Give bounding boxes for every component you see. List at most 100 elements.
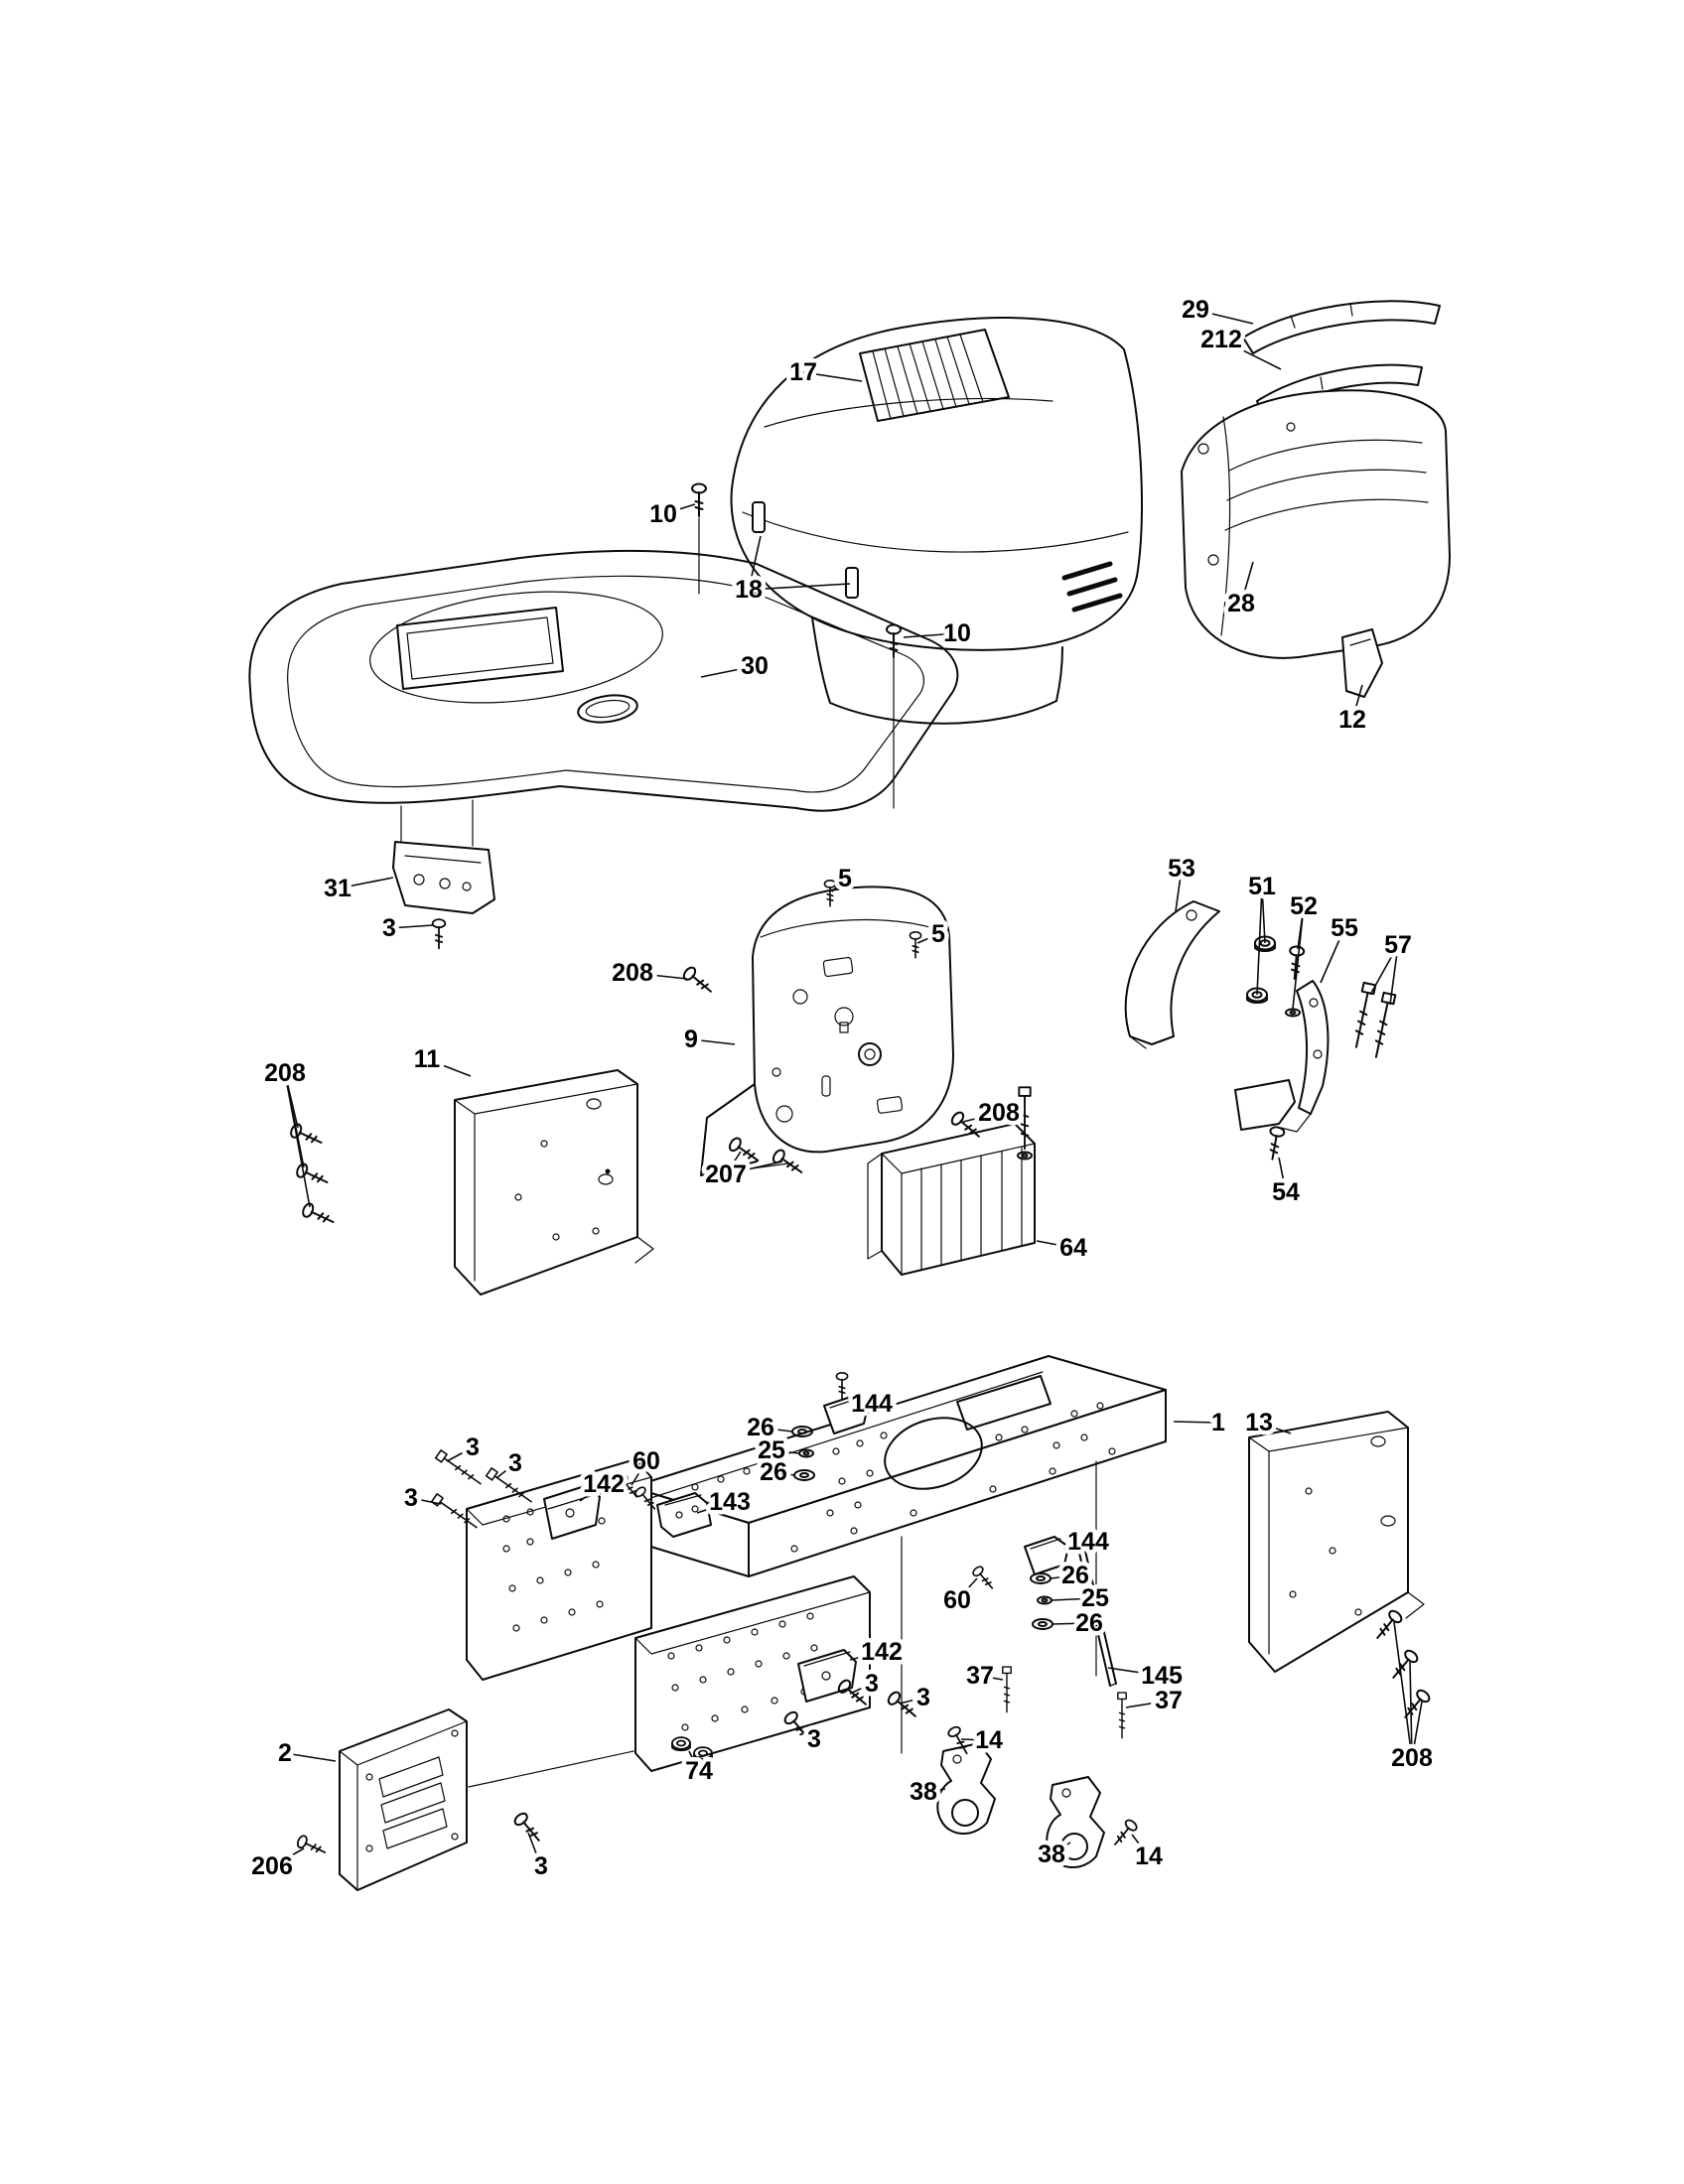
part-label-60: 60 xyxy=(632,1447,660,1475)
part-label-26: 26 xyxy=(760,1458,787,1486)
leader-line xyxy=(849,1651,883,1661)
part-54-bracket xyxy=(1234,1079,1296,1131)
part-label-13: 13 xyxy=(1245,1409,1273,1436)
leader-line xyxy=(1393,1621,1413,1759)
leader-line xyxy=(700,665,756,678)
leader-line xyxy=(1175,868,1183,912)
part-label-30: 30 xyxy=(741,652,769,680)
leader-line xyxy=(1194,309,1254,325)
part-52-washer xyxy=(1285,1008,1301,1018)
part-9-dash xyxy=(700,886,954,1176)
part-label-208: 208 xyxy=(264,1059,306,1087)
part-29-grille-trim xyxy=(1242,300,1441,354)
leader-line xyxy=(857,1403,873,1411)
part-57-bolt-b xyxy=(1369,991,1397,1059)
part-54-screw xyxy=(1264,1125,1287,1161)
part-label-5: 5 xyxy=(931,920,945,948)
part-label-57: 57 xyxy=(1384,931,1412,959)
part-38-bracket-a xyxy=(936,1742,996,1835)
hood-vent xyxy=(859,329,1010,422)
part-60-bolt-b xyxy=(970,1564,998,1593)
leader-line xyxy=(271,1847,305,1867)
part-208-screw-r2 xyxy=(1386,1647,1421,1684)
part-3-bolt-f xyxy=(885,1689,921,1723)
part-label-208: 208 xyxy=(612,959,653,987)
part-label-52: 52 xyxy=(1290,892,1318,920)
leader-line xyxy=(1389,944,1399,1006)
part-label-1: 1 xyxy=(1211,1409,1225,1436)
stray-dot xyxy=(605,1168,611,1174)
leader-line xyxy=(410,1497,442,1505)
part-144-bracket-a xyxy=(823,1395,869,1434)
leader-line xyxy=(495,1462,516,1479)
part-25-washer-b xyxy=(1037,1595,1052,1605)
part-label-31: 31 xyxy=(324,875,351,902)
part-left-baffle-plate xyxy=(466,1458,652,1681)
part-142-bracket-b xyxy=(797,1649,857,1703)
part-26-washer-d xyxy=(1032,1618,1053,1630)
leader-line xyxy=(1107,1667,1163,1677)
leader-line xyxy=(690,1038,736,1045)
part-label-3: 3 xyxy=(382,914,396,942)
leader-line xyxy=(579,1483,605,1502)
plate-holes xyxy=(667,1612,818,1731)
leader-line xyxy=(1351,684,1363,721)
leader-line xyxy=(979,1675,1004,1681)
leader-line xyxy=(1052,1622,1090,1625)
part-label-74: 74 xyxy=(685,1757,713,1785)
part-208-screw-r1 xyxy=(1370,1607,1405,1644)
chassis-holes xyxy=(681,1402,1116,1553)
leader-line xyxy=(1320,927,1345,984)
part-label-3: 3 xyxy=(466,1433,480,1461)
leader-line xyxy=(426,1058,472,1077)
part-30-fender-footrest xyxy=(248,549,959,847)
part-28-grille-housing xyxy=(1181,389,1451,659)
leader-line xyxy=(1409,1661,1413,1759)
leader-line xyxy=(284,1752,337,1762)
leader-line xyxy=(1240,561,1254,605)
part-38-bracket-b xyxy=(1046,1776,1105,1868)
part-label-17: 17 xyxy=(789,358,817,386)
part-208-screw-l3 xyxy=(300,1200,338,1230)
leader-line xyxy=(725,1160,783,1175)
part-label-38: 38 xyxy=(1038,1841,1065,1868)
part-label-3: 3 xyxy=(508,1449,522,1477)
part-55-strap xyxy=(1280,980,1330,1133)
leader-line xyxy=(1258,1422,1292,1434)
part-label-9: 9 xyxy=(684,1025,698,1053)
leader-line xyxy=(849,1683,873,1695)
part-label-208: 208 xyxy=(978,1099,1020,1127)
leader-line xyxy=(1261,886,1266,944)
part-label-28: 28 xyxy=(1227,590,1255,617)
part-label-145: 145 xyxy=(1141,1662,1183,1690)
part-208-screw-dash xyxy=(680,964,717,999)
leader-line xyxy=(688,1750,700,1772)
part-206-screw xyxy=(295,1833,329,1859)
part-label-26: 26 xyxy=(1061,1562,1089,1589)
part-12-grille-bracket xyxy=(1341,628,1383,698)
leader-line xyxy=(446,1446,474,1462)
part-53-brace xyxy=(1124,900,1220,1049)
part-label-14: 14 xyxy=(975,1726,1003,1754)
leader-line xyxy=(1125,1700,1170,1708)
hood-side-slots xyxy=(1061,561,1123,613)
leader-line xyxy=(748,583,851,591)
part-3-screw-a xyxy=(431,918,447,950)
part-10-bolt-right xyxy=(886,623,902,809)
leader-line xyxy=(696,1501,731,1514)
leader-line xyxy=(748,535,762,591)
leader-line xyxy=(1220,339,1282,370)
leader-line xyxy=(771,1449,800,1454)
hood-outline xyxy=(730,317,1143,651)
part-26-washer-c xyxy=(1030,1572,1052,1584)
leader-line xyxy=(960,1738,990,1741)
part-label-206: 206 xyxy=(251,1852,293,1880)
leader-line xyxy=(527,1832,542,1867)
part-17-hood xyxy=(730,317,1143,725)
leader-line xyxy=(631,1460,647,1486)
part-143-bracket xyxy=(656,1492,712,1538)
part-label-3: 3 xyxy=(807,1725,821,1753)
leader-line xyxy=(1292,905,1305,1010)
leader-line xyxy=(1051,1842,1071,1855)
